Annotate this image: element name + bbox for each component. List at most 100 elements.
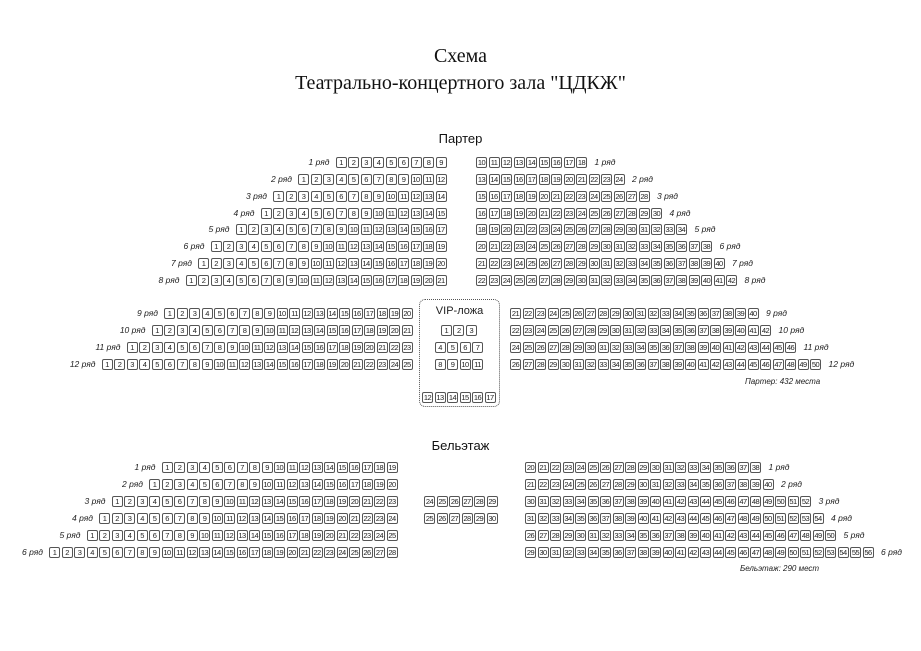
seat[interactable]: 17: [326, 341, 338, 353]
seat[interactable]: 41: [675, 546, 686, 558]
seat[interactable]: 33: [647, 324, 659, 336]
seat[interactable]: 27: [585, 307, 596, 319]
seat[interactable]: 2: [164, 324, 175, 336]
seat[interactable]: 12: [301, 307, 313, 319]
seat[interactable]: 28: [585, 324, 596, 336]
seat[interactable]: 5: [161, 495, 173, 507]
seat[interactable]: 35: [672, 324, 684, 336]
seat[interactable]: 11: [310, 274, 322, 286]
seat[interactable]: 3: [136, 495, 148, 507]
seat[interactable]: 31: [550, 546, 561, 558]
seat[interactable]: 11: [423, 173, 434, 185]
seat[interactable]: 45: [772, 341, 784, 353]
seat[interactable]: 23: [376, 358, 388, 370]
seat[interactable]: 12: [236, 512, 248, 524]
seat[interactable]: 34: [700, 461, 711, 473]
seat[interactable]: 40: [637, 512, 649, 524]
seat[interactable]: 25: [513, 274, 525, 286]
seat[interactable]: 11: [360, 223, 372, 235]
seat[interactable]: 27: [563, 240, 575, 252]
seat[interactable]: 7: [472, 341, 483, 353]
seat[interactable]: 10: [373, 207, 384, 219]
seat[interactable]: 12: [323, 274, 334, 286]
seat[interactable]: 2: [176, 307, 188, 319]
seat[interactable]: 10: [459, 358, 471, 370]
seat[interactable]: 25: [349, 546, 360, 558]
seat[interactable]: 3: [189, 307, 200, 319]
seat[interactable]: 25: [526, 257, 537, 269]
seat[interactable]: 31: [587, 529, 599, 541]
seat[interactable]: 48: [750, 495, 761, 507]
seat[interactable]: 44: [750, 529, 761, 541]
seat[interactable]: 6: [323, 207, 334, 219]
seat[interactable]: 32: [610, 341, 621, 353]
seat[interactable]: 6: [214, 324, 225, 336]
seat[interactable]: 42: [662, 512, 674, 524]
seat[interactable]: 13: [410, 207, 422, 219]
seat[interactable]: 1: [235, 223, 247, 235]
seat[interactable]: 15: [324, 478, 335, 490]
seat[interactable]: 36: [660, 341, 671, 353]
seat[interactable]: 24: [389, 358, 400, 370]
seat[interactable]: 22: [550, 461, 561, 473]
seat[interactable]: 17: [249, 546, 260, 558]
seat[interactable]: 22: [551, 207, 562, 219]
seat[interactable]: 21: [349, 512, 360, 524]
seat[interactable]: 25: [547, 324, 559, 336]
seat[interactable]: 31: [650, 478, 661, 490]
seat[interactable]: 7: [236, 461, 248, 473]
seat[interactable]: 19: [551, 173, 562, 185]
seat[interactable]: 11: [276, 324, 288, 336]
seat[interactable]: 10: [239, 341, 250, 353]
seat[interactable]: 22: [488, 257, 500, 269]
seat[interactable]: 29: [563, 274, 575, 286]
seat[interactable]: 3: [174, 478, 185, 490]
seat[interactable]: 19: [326, 358, 338, 370]
seat[interactable]: 32: [675, 461, 686, 473]
seat[interactable]: 16: [314, 341, 325, 353]
seat[interactable]: 5: [447, 341, 458, 353]
seat[interactable]: 30: [560, 358, 571, 370]
seat[interactable]: 14: [488, 173, 500, 185]
seat[interactable]: 20: [349, 495, 360, 507]
seat[interactable]: 10: [410, 173, 422, 185]
seat[interactable]: 34: [672, 307, 684, 319]
seat[interactable]: 50: [775, 495, 786, 507]
seat[interactable]: 30: [525, 495, 536, 507]
seat[interactable]: 27: [461, 495, 473, 507]
seat[interactable]: 22: [364, 358, 375, 370]
seat[interactable]: 1: [151, 324, 163, 336]
seat[interactable]: 12: [501, 156, 512, 168]
seat[interactable]: 25: [401, 358, 413, 370]
seat[interactable]: 20: [336, 512, 348, 524]
seat[interactable]: 15: [274, 512, 285, 524]
seat[interactable]: 41: [712, 529, 724, 541]
seat[interactable]: 45: [712, 495, 724, 507]
seat[interactable]: 6: [360, 173, 372, 185]
seat[interactable]: 7: [186, 495, 198, 507]
seat[interactable]: 5: [385, 156, 397, 168]
seat[interactable]: 37: [625, 546, 636, 558]
seat[interactable]: 4: [223, 274, 234, 286]
seat[interactable]: 35: [651, 257, 662, 269]
seat[interactable]: 2: [124, 495, 135, 507]
seat[interactable]: 32: [626, 240, 637, 252]
seat[interactable]: 43: [700, 546, 711, 558]
seat[interactable]: 1: [164, 307, 175, 319]
seat[interactable]: 7: [124, 546, 135, 558]
seat[interactable]: 50: [810, 358, 821, 370]
seat[interactable]: 21: [401, 324, 413, 336]
seat[interactable]: 2: [285, 190, 297, 202]
seat[interactable]: 11: [289, 307, 300, 319]
seat[interactable]: 8: [348, 207, 359, 219]
seat[interactable]: 49: [762, 495, 774, 507]
seat[interactable]: 21: [538, 207, 550, 219]
seat[interactable]: 4: [273, 223, 284, 235]
seat[interactable]: 2: [111, 512, 123, 524]
seat[interactable]: 36: [612, 546, 624, 558]
seat[interactable]: 35: [647, 341, 659, 353]
seat[interactable]: 17: [364, 307, 375, 319]
seat[interactable]: 22: [361, 512, 373, 524]
seat[interactable]: 51: [787, 495, 799, 507]
seat[interactable]: 16: [351, 307, 363, 319]
